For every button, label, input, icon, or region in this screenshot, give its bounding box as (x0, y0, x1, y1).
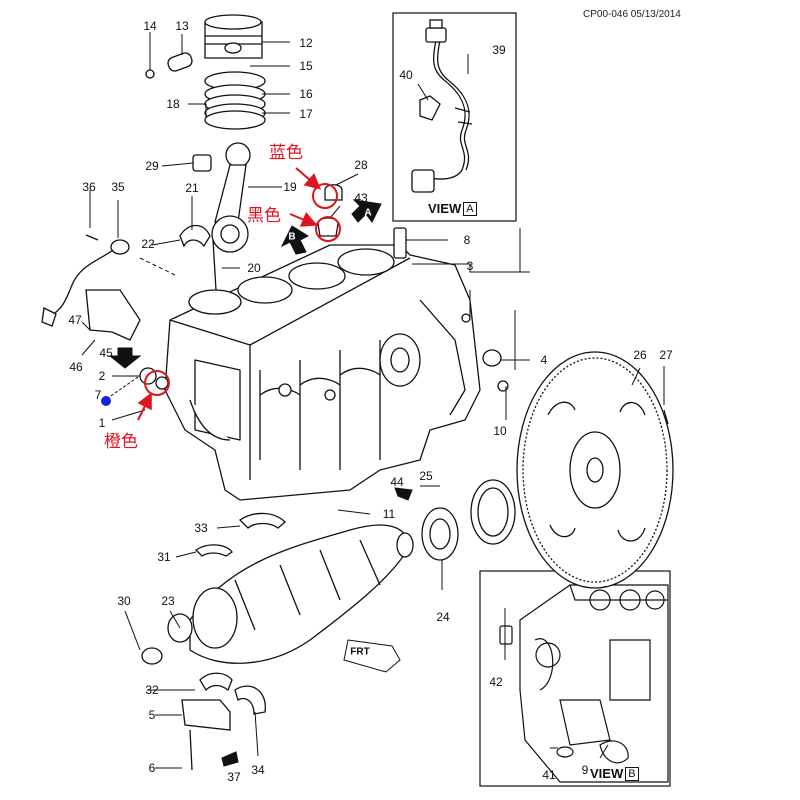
arrow-tag-a: A (364, 207, 372, 219)
callout-14: 14 (143, 19, 157, 33)
camshaft-sensor-harness (411, 19, 473, 193)
piston-assembly (145, 14, 266, 130)
callout-33: 33 (194, 521, 208, 535)
crank-sensor-bracket (41, 234, 169, 390)
callout-20: 20 (247, 261, 261, 275)
callout-22: 22 (141, 237, 155, 251)
callout-36: 36 (82, 180, 96, 194)
callout-3: 3 (466, 259, 474, 273)
callout-11: 11 (382, 507, 396, 521)
callout-2: 2 (98, 369, 106, 383)
callout-29: 29 (145, 159, 159, 173)
leader-lines (81, 32, 665, 769)
callout-44: 44 (390, 475, 404, 489)
arrow-tag-b: B (288, 231, 296, 243)
callout-41: 41 (542, 768, 556, 782)
note-orange: 橙色 (104, 432, 138, 452)
view-b-letter: B (625, 766, 639, 781)
crankshaft (141, 512, 414, 771)
callout-6: 6 (148, 761, 156, 775)
flywheel (421, 351, 674, 589)
callout-4: 4 (540, 353, 548, 367)
callout-13: 13 (175, 19, 189, 33)
callout-26: 26 (633, 348, 647, 362)
view-a-letter: A (463, 201, 477, 216)
callout-7: 7 (94, 388, 102, 402)
callout-10: 10 (493, 424, 507, 438)
view-b-word: VIEW (590, 766, 624, 781)
direction-arrows (108, 199, 413, 767)
callout-16: 16 (299, 87, 313, 101)
callout-46: 46 (69, 360, 83, 374)
callout-40: 40 (399, 68, 413, 82)
callout-5: 5 (148, 708, 156, 722)
callout-43: 43 (354, 191, 368, 205)
callout-35: 35 (111, 180, 125, 194)
callout-31: 31 (157, 550, 171, 564)
callout-39: 39 (492, 43, 506, 57)
view-a-word: VIEW (428, 201, 462, 216)
callout-32: 32 (145, 683, 159, 697)
callout-42: 42 (489, 675, 503, 689)
callout-21: 21 (185, 181, 199, 195)
callout-28: 28 (354, 158, 368, 172)
callout-34: 34 (251, 763, 265, 777)
callout-23: 23 (161, 594, 175, 608)
cylinder-block (164, 244, 481, 501)
callout-18: 18 (166, 97, 180, 111)
view-a-label: VIEW A (428, 201, 477, 216)
view-b-label: VIEW B (590, 766, 639, 781)
callout-9: 9 (581, 763, 589, 777)
callout-37: 37 (227, 770, 241, 784)
note-black: 黑色 (247, 206, 281, 226)
callout-24: 24 (436, 610, 450, 624)
arrow-tag-front: FRT (350, 646, 370, 658)
note-blue: 蓝色 (269, 143, 303, 163)
callout-12: 12 (299, 36, 313, 50)
callout-1: 1 (98, 416, 106, 430)
callout-8: 8 (463, 233, 471, 247)
callout-25: 25 (419, 469, 433, 483)
callout-47: 47 (68, 313, 82, 327)
connecting-rod (179, 142, 509, 392)
callout-17: 17 (299, 107, 313, 121)
callout-27: 27 (659, 348, 673, 362)
callout-30: 30 (117, 594, 131, 608)
callout-15: 15 (299, 59, 313, 73)
diagram-code-header: CP00-046 05/13/2014 (583, 9, 681, 20)
block-rear-detail (499, 584, 669, 783)
blue-dot-marker (101, 396, 111, 406)
callout-45: 45 (99, 346, 113, 360)
red-annotations (137, 167, 341, 421)
callout-19: 19 (283, 180, 297, 194)
